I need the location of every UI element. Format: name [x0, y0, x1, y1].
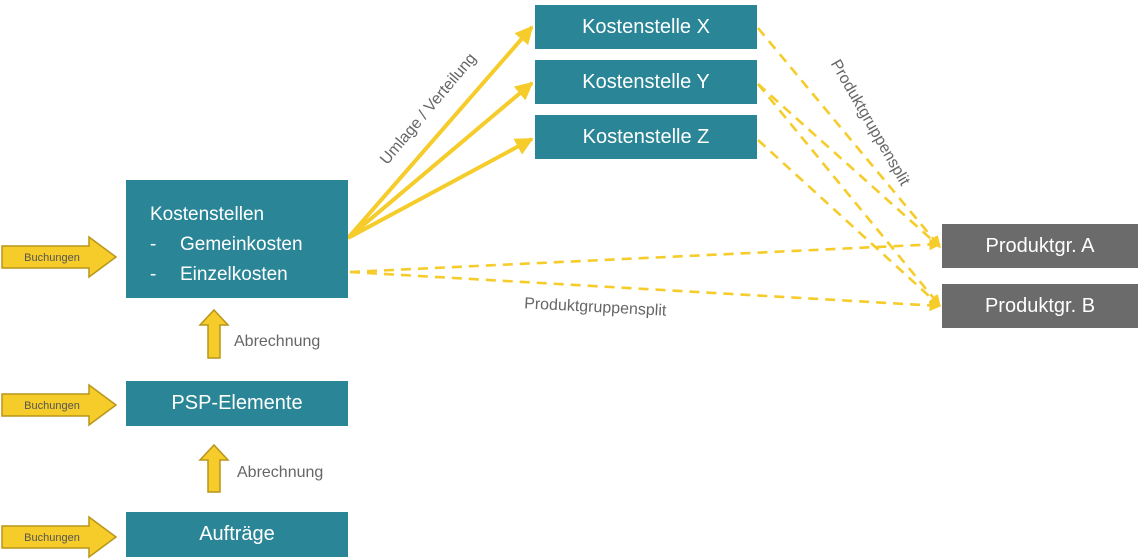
kostenstelle-y-label: Kostenstelle Y [582, 70, 710, 93]
produktgruppensplit-arrows [349, 27, 942, 312]
dashed-z-to-b [757, 139, 941, 307]
abrechnung-arrow-2 [198, 443, 230, 493]
kostenstelle-x-box: Kostenstelle X [535, 5, 757, 49]
produktgruppensplit-bottom-label: Produktgruppensplit [524, 295, 668, 319]
arrow-to-kostenstelle-x [346, 25, 534, 240]
kostenstelle-x-label: Kostenstelle X [582, 15, 710, 38]
dashed-kostenstellen-to-b [349, 270, 942, 312]
produktgruppe-b-box: Produktgr. B [942, 284, 1138, 328]
abrechnung-arrows [198, 308, 230, 493]
bullet-dash: - [150, 234, 157, 255]
gemeinkosten-label: Gemeinkosten [180, 234, 303, 255]
buchungen-arrows [1, 235, 118, 559]
produktgruppe-a-box: Produktgr. A [942, 224, 1138, 268]
kostenstellen-item-gemeinkosten: - Gemeinkosten [150, 230, 348, 260]
auftraege-label: Aufträge [199, 523, 275, 545]
auftraege-box: Aufträge [126, 512, 348, 557]
abrechnung-label-1: Abrechnung [234, 333, 321, 350]
buchungen-arrow-3 [1, 515, 118, 559]
umlage-arrows [346, 25, 534, 240]
psp-elemente-box: PSP-Elemente [126, 381, 348, 426]
produktgruppensplit-diagonal-label: Produktgruppensplit [827, 57, 913, 189]
buchungen-arrow-2 [1, 383, 118, 427]
kostenstellen-box: Kostenstellen - Gemeinkosten - Einzelkoste… [126, 180, 348, 298]
buchungen-label-1: Buchungen [24, 252, 80, 264]
umlage-verteilung-label: Umlage / Verteilung [377, 50, 480, 168]
kostenstelle-z-box: Kostenstelle Z [535, 115, 757, 159]
psp-elemente-label: PSP-Elemente [171, 392, 303, 414]
dashed-y-to-b [756, 83, 942, 307]
produktgruppe-b-label: Produktgr. B [984, 294, 1096, 317]
abrechnung-arrow-1 [198, 308, 230, 359]
buchungen-label-2: Buchungen [24, 400, 80, 412]
buchungen-label-3: Buchungen [24, 532, 80, 544]
kostenstelle-z-label: Kostenstelle Z [582, 125, 710, 148]
produktgruppe-a-label: Produktgr. A [985, 234, 1095, 257]
arrow-to-kostenstelle-y [346, 81, 534, 240]
dashed-x-to-a [757, 27, 941, 248]
abrechnung-label-2: Abrechnung [237, 464, 324, 481]
buchungen-arrow-1 [1, 235, 118, 279]
kostenstellen-title: Kostenstellen [150, 204, 265, 225]
kostenstelle-y-box: Kostenstelle Y [535, 60, 757, 104]
kostenstellen-item-einzelkosten: - Einzelkosten [150, 260, 348, 290]
bullet-dash: - [150, 264, 157, 285]
arrow-to-kostenstelle-z [347, 137, 534, 240]
einzelkosten-label: Einzelkosten [180, 264, 288, 285]
dashed-y-to-a [757, 83, 941, 248]
dashed-kostenstellen-to-a [349, 238, 942, 274]
